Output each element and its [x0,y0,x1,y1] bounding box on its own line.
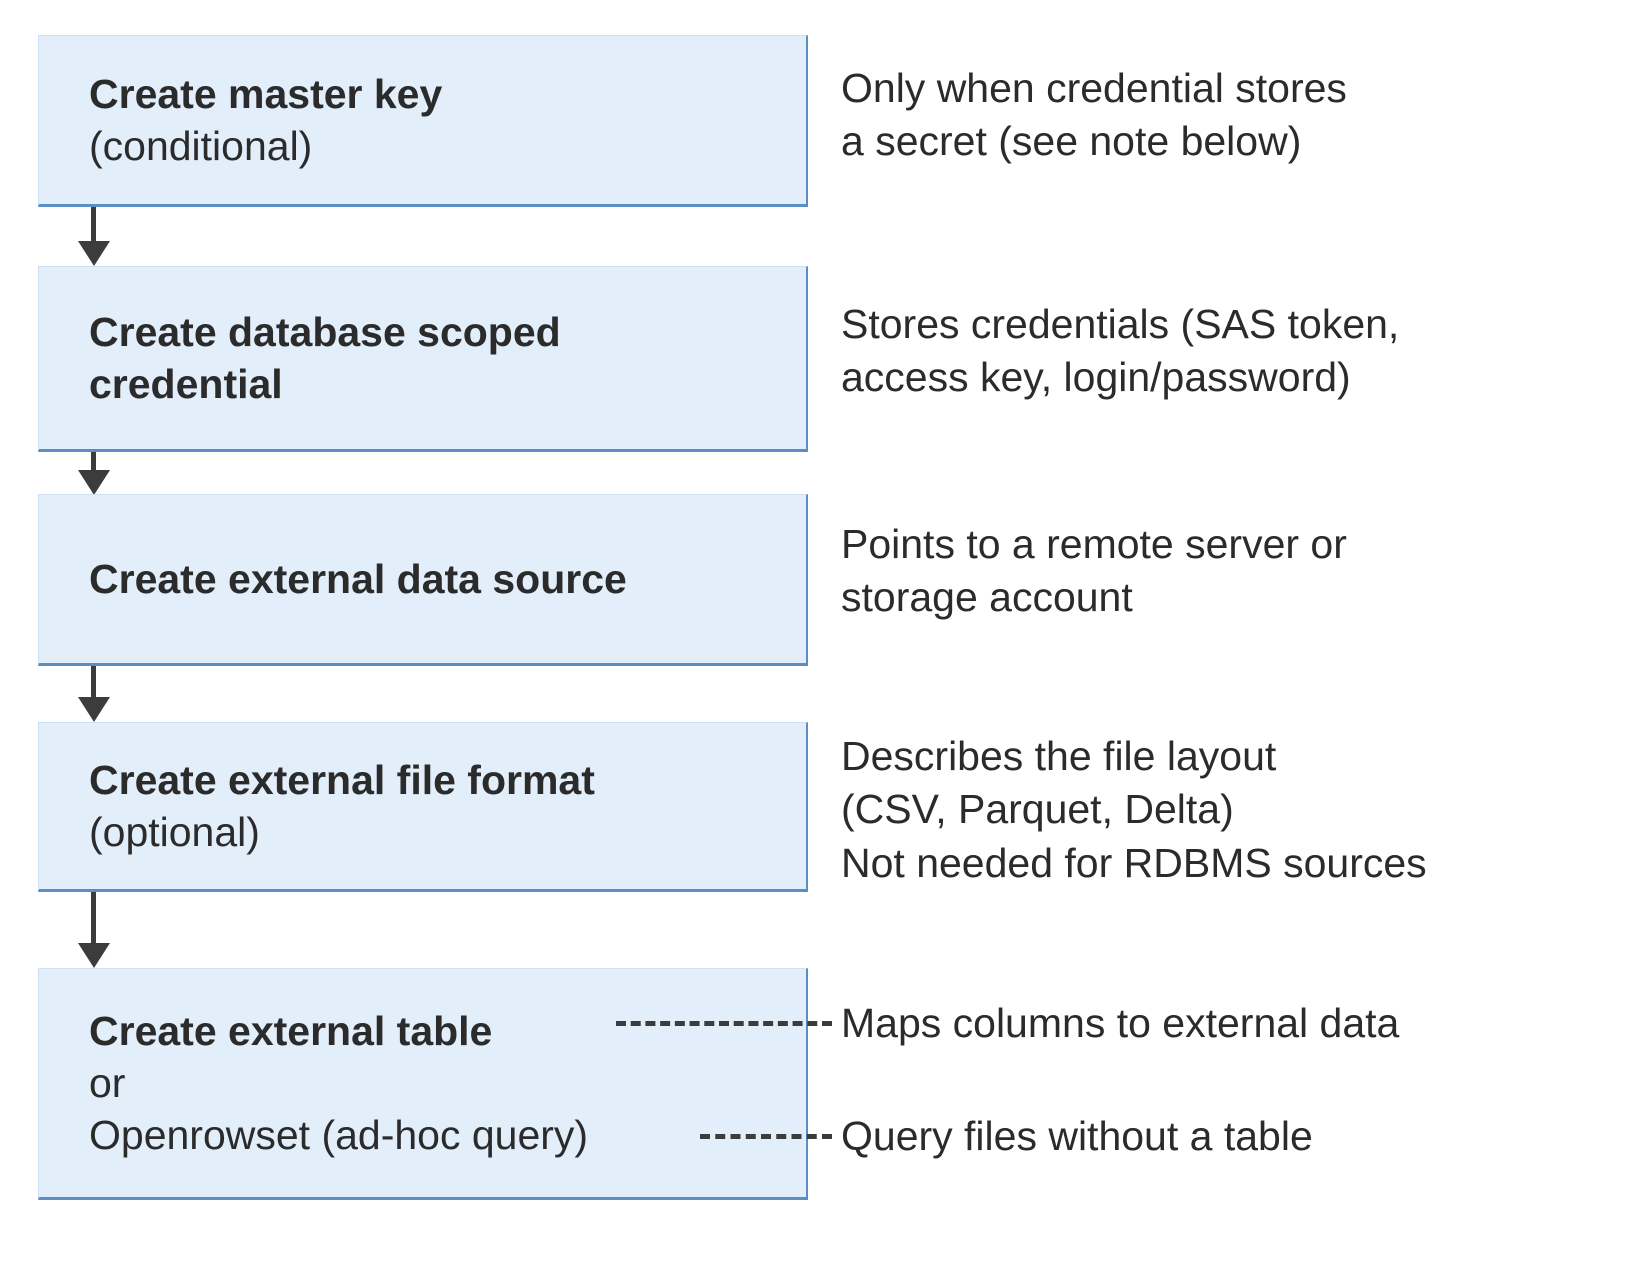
note-create-external-data-source: Points to a remote server or storage acc… [841,518,1631,625]
step-alt-title-row: Openrowset (ad-hoc query) [89,1109,792,1161]
note-create-database-scoped-credential: Stores credentials (SAS token, access ke… [841,298,1631,405]
step-box-create-external-table-or-openrowset[interactable]: Create external table or Openrowset (ad-… [38,968,808,1200]
note-create-master-key: Only when credential stores a secret (se… [841,62,1631,169]
step-box-content: Create database scoped credential [39,306,806,410]
arrow-head-icon [78,697,110,722]
note-create-external-table: Maps columns to external data [841,997,1631,1050]
step-title-line2: credential [89,361,283,407]
note-line: Points to a remote server or [841,521,1347,567]
step-box-create-external-data-source[interactable]: Create external data source [38,494,808,666]
note-line: Not needed for RDBMS sources [841,839,1427,886]
arrow-shaft [91,452,96,472]
step-or-connector: or [89,1059,126,1106]
step-box-create-database-scoped-credential[interactable]: Create database scoped credential [38,266,808,452]
step-title: Create master key [89,70,443,117]
step-title-line1: Create database scoped [89,308,561,355]
step-box-content: Create external data source [39,553,806,605]
note-line: storage account [841,574,1133,621]
arrow-step4-to-step5 [78,892,110,968]
note-line: access key, login/password) [841,354,1351,401]
step-box-content: Create external table or Openrowset (ad-… [39,1005,806,1161]
note-openrowset: Query files without a table [841,1110,1631,1163]
note-line: Only when credential stores [841,65,1347,111]
arrow-head-icon [78,470,110,495]
arrow-shaft [91,207,96,243]
note-line: Describes the file layout [841,733,1277,779]
note-create-external-file-format: Describes the file layout (CSV, Parquet,… [841,730,1631,890]
arrow-step1-to-step2 [78,207,110,266]
note-line: Stores credentials (SAS token, [841,301,1400,347]
step-title: Create external data source [89,555,627,602]
step-box-content: Create external file format (optional) [39,754,806,858]
note-line: Query files without a table [841,1113,1313,1159]
step-subtitle: (optional) [89,809,260,855]
note-line: (CSV, Parquet, Delta) [841,786,1234,833]
step-box-content: Create master key (conditional) [39,68,806,172]
step-title: Create external file format [89,756,595,803]
arrow-shaft [91,666,96,699]
step-subtitle: (conditional) [89,123,313,169]
dashed-connector-external-table [616,1021,832,1026]
step-title: Create external table [89,1007,493,1054]
arrow-shaft [91,892,96,945]
step-box-create-external-file-format[interactable]: Create external file format (optional) [38,722,808,892]
note-line: Maps columns to external data [841,1000,1400,1046]
step-box-create-master-key[interactable]: Create master key (conditional) [38,35,808,207]
note-line: a secret (see note below) [841,118,1302,165]
step-alt-title: Openrowset [89,1112,311,1159]
dashed-connector-openrowset [700,1134,832,1139]
arrow-step3-to-step4 [78,666,110,722]
arrow-step2-to-step3 [78,452,110,495]
arrow-head-icon [78,943,110,968]
arrow-head-icon [78,241,110,266]
step-alt-suffix: (ad-hoc query) [310,1112,589,1159]
